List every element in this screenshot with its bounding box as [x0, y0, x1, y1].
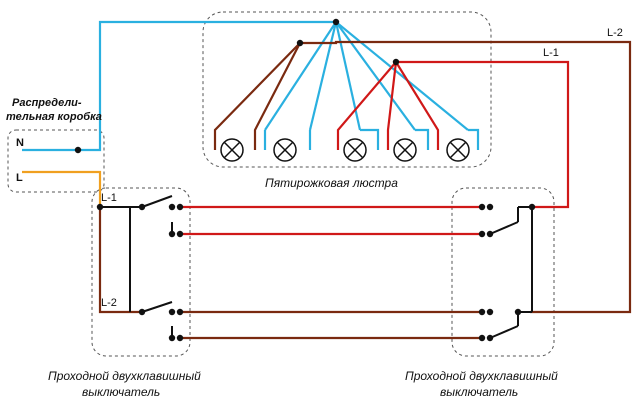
switch-right-label-line1: Проходной двухклавишный: [405, 369, 558, 383]
switch-internal-wiring: [100, 195, 533, 339]
phase-label: L: [16, 172, 23, 184]
switch-right-label-line2: выключатель: [440, 385, 518, 399]
phase-wire: [22, 170, 102, 207]
l1-wires: [180, 60, 570, 236]
lamp-icon: [273, 138, 297, 162]
lamp-icon: [446, 138, 470, 162]
junction-box-label-line2: тельная коробка: [6, 111, 102, 123]
switch-left-label-line1: Проходной двухклавишный: [48, 369, 201, 383]
l2-wires: [98, 40, 632, 340]
left-switch-enclosure: [91, 187, 191, 357]
lamp-icon: [393, 138, 417, 162]
chandelier-enclosure: [202, 11, 492, 168]
neutral-label: N: [16, 137, 24, 149]
l2-top-label: L-2: [607, 27, 623, 39]
lamp-icon: [343, 138, 367, 162]
lamps: [220, 138, 470, 162]
right-switch-enclosure: [451, 187, 555, 357]
chandelier-label: Пятирожковая люстра: [265, 176, 398, 190]
neutral-wires: [22, 20, 480, 152]
junction-box-enclosure: [7, 129, 105, 193]
switch-left-label-line2: выключатель: [82, 385, 160, 399]
junction-box-label-line1: Распредели-: [12, 97, 82, 109]
l1-top-label: L-1: [543, 47, 559, 59]
junction-dots: [74, 18, 536, 342]
l1-switch-label: L-1: [101, 192, 117, 204]
lamp-icon: [220, 138, 244, 162]
l2-switch-label: L-2: [101, 297, 117, 309]
